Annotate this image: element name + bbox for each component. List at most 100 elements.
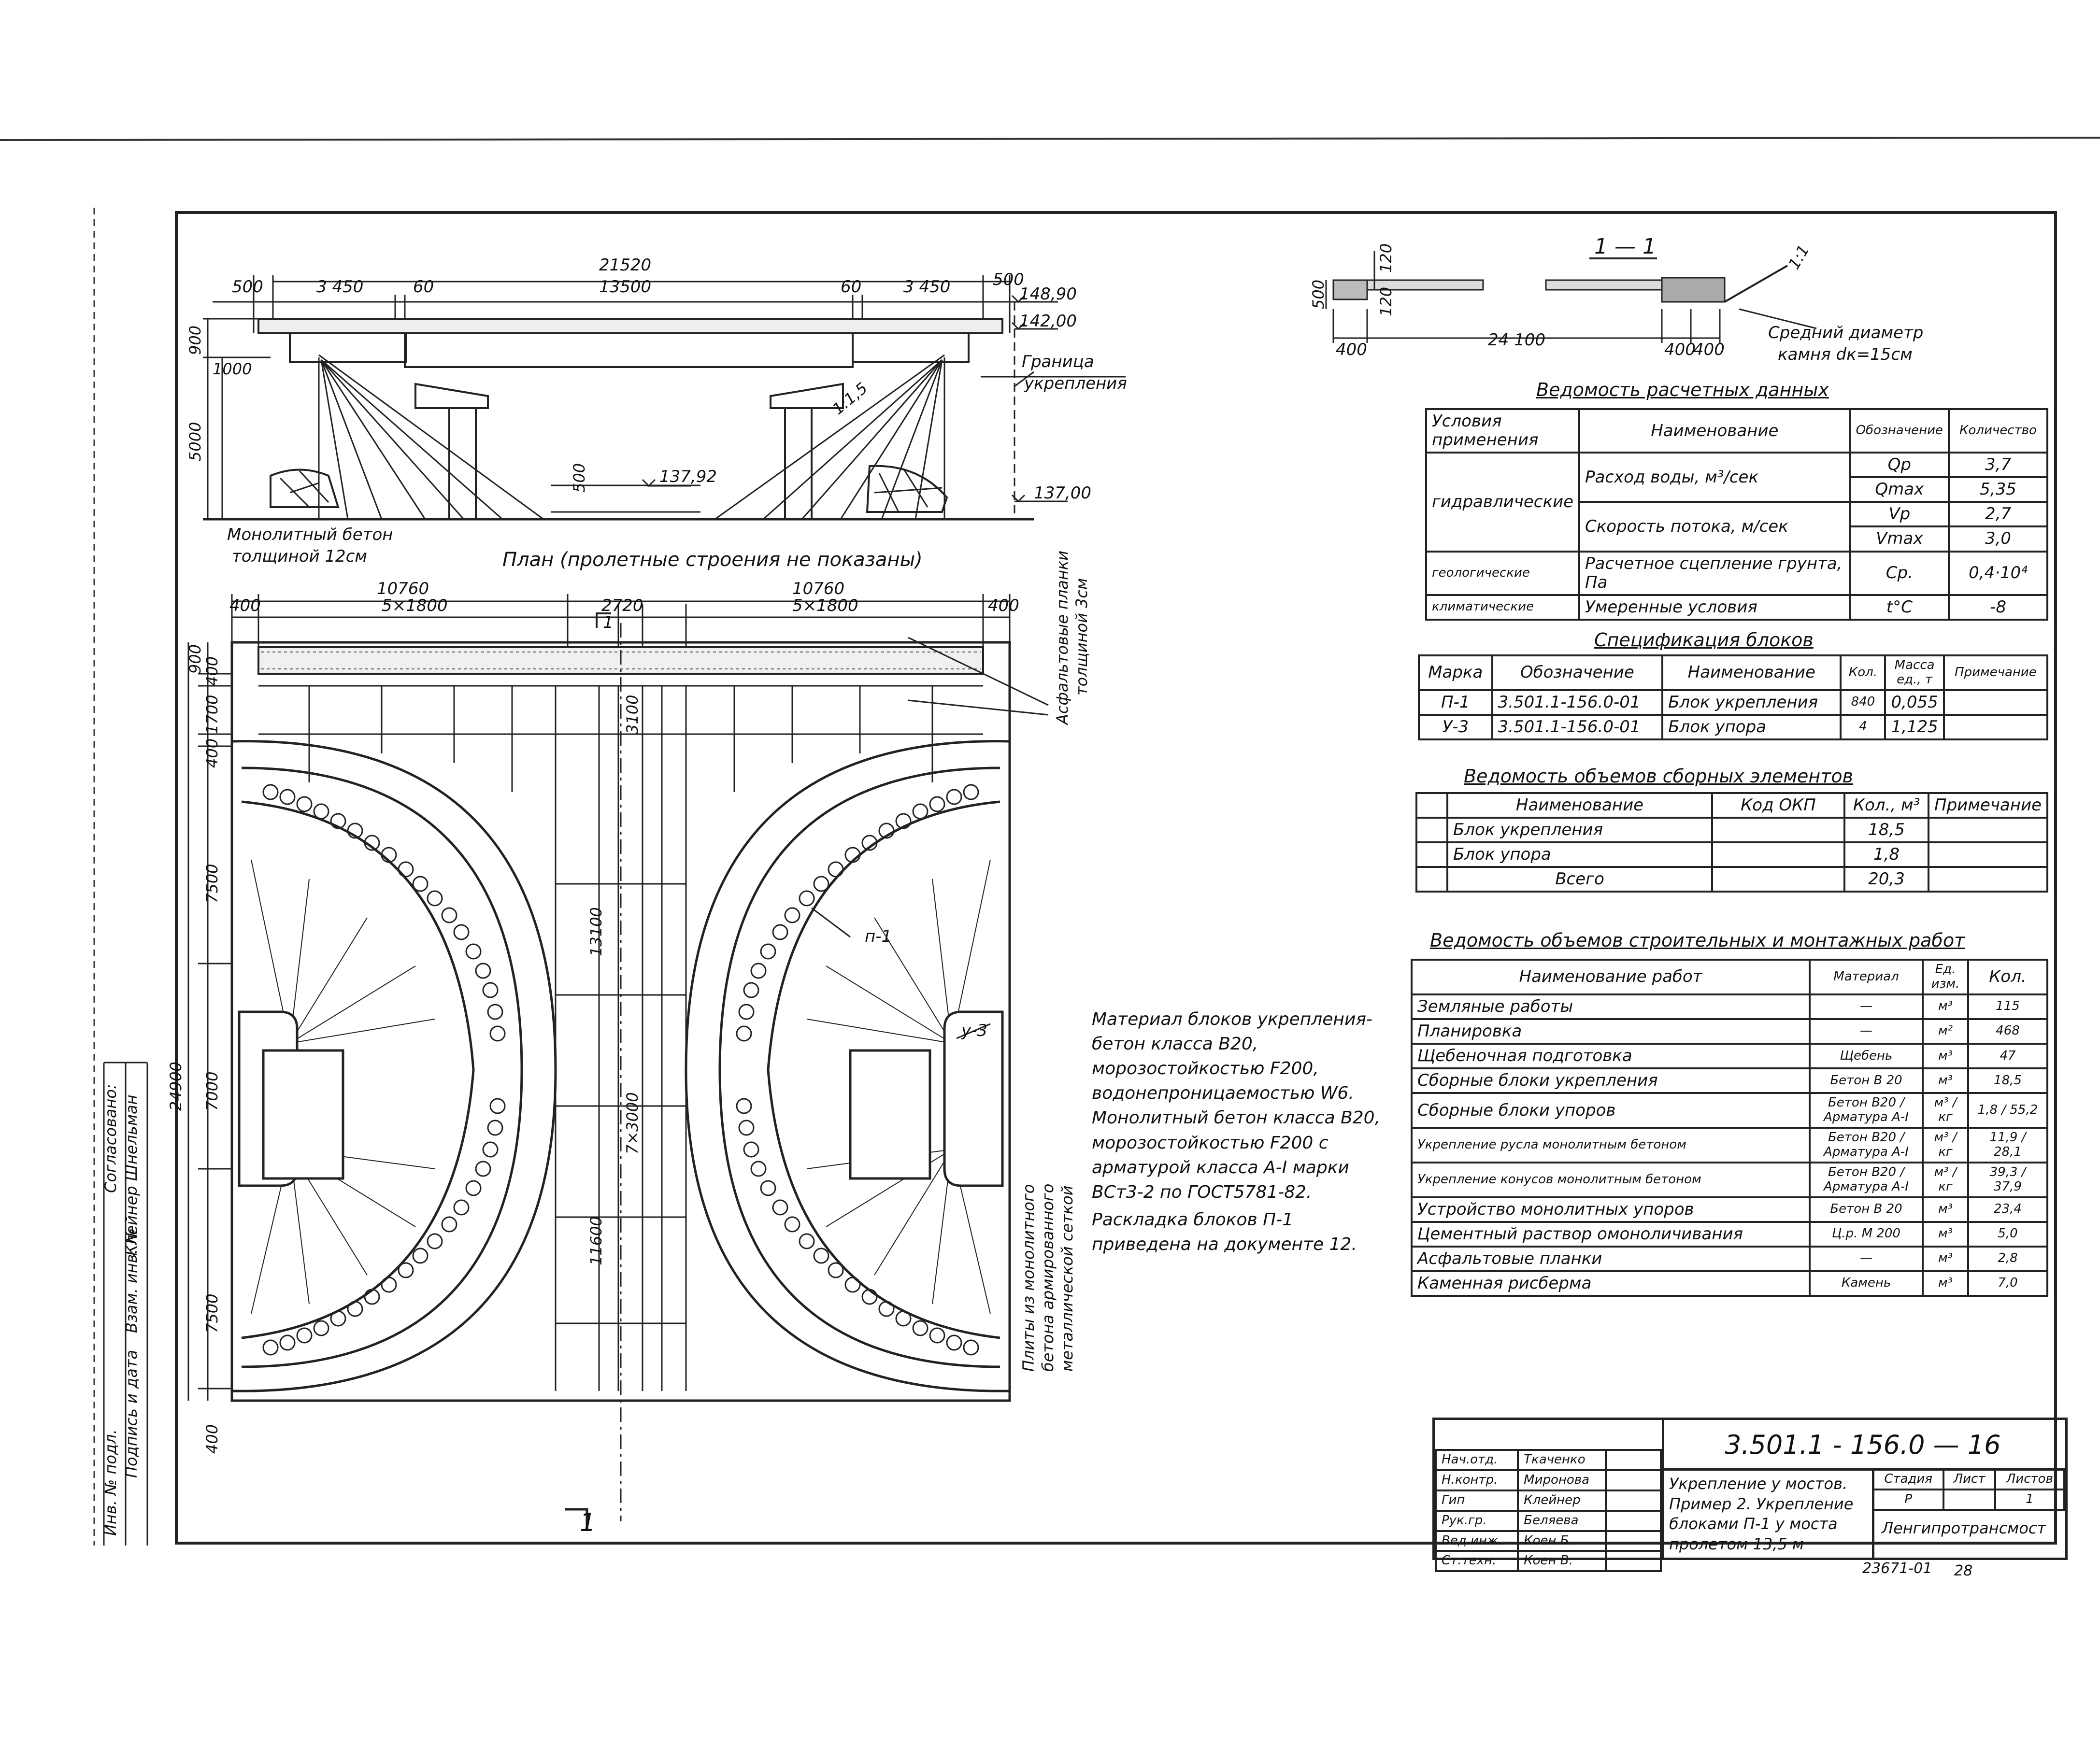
cell: Камень [1809, 1270, 1924, 1297]
cell: П-1 [1418, 689, 1493, 716]
cell: Блок упора [1661, 713, 1842, 740]
table-vol: Наименование Код ОКП Кол., м³ Примечание… [1415, 792, 2048, 893]
elev-left-dim: 900 [186, 326, 204, 355]
section-dim: 400 [1693, 340, 1725, 359]
cell [1711, 817, 1846, 844]
asphalt-label: толщиной 3см [1072, 578, 1091, 695]
plan-left-dim: 400 [203, 738, 221, 768]
left-strip-col: Взам. инв. № [122, 1228, 141, 1333]
plan-dim: 400 [229, 596, 261, 615]
cell: Укрепление конусов монолитным бетоном [1411, 1161, 1811, 1198]
table-calc: Условия применения Наименование Обозначе… [1425, 408, 2048, 621]
cell: 11,9 / 28,1 [1967, 1126, 2048, 1163]
th [1415, 792, 1448, 819]
section-mark: 1 [580, 1508, 596, 1537]
cell: Скорость потока, м/сек [1578, 501, 1851, 553]
th: Наименование [1446, 792, 1714, 819]
cell [1711, 866, 1846, 893]
cell: Рук.гр. [1434, 1509, 1519, 1532]
cell: 1 [1994, 1488, 2066, 1511]
elev-dim: 3 450 [316, 277, 363, 297]
sheet-title: Укрепление у мостов. Пример 2. Укреплени… [1669, 1475, 1854, 1553]
section-dim: 500 [1309, 280, 1328, 309]
cell: 2,8 [1967, 1245, 2048, 1272]
section-dim: 24 100 [1488, 330, 1545, 350]
th: Марка [1418, 654, 1493, 691]
cell: 3,0 [1948, 525, 2048, 553]
cell: 23,4 [1967, 1196, 2048, 1223]
cell: Блок упора [1446, 841, 1714, 868]
plan-dim: 400 [988, 596, 1019, 615]
cell: 0,055 [1884, 689, 1945, 716]
plan-dim: 2720 [601, 596, 643, 615]
cell: Блок укрепления [1446, 817, 1714, 844]
cell: Клейнер [1517, 1489, 1607, 1512]
cell: 3.501.1-156.0-01 [1491, 689, 1664, 716]
th: Обозначение [1849, 408, 1950, 454]
cell: м² [1922, 1018, 1969, 1045]
cell [1928, 841, 2048, 868]
section-title: 1 — 1 [1594, 234, 1656, 259]
cell [1415, 817, 1448, 844]
plan-inner-dim: 3100 [623, 695, 642, 734]
cell: Бетон В 20 [1809, 1067, 1924, 1094]
th: Количество [1948, 408, 2048, 454]
monolith-label: толщиной 12см [232, 547, 367, 566]
plan-inner-dim: 11600 [587, 1216, 605, 1265]
cell: Укрепление русла монолитным бетоном [1411, 1126, 1811, 1163]
cell: Умеренные условия [1578, 594, 1851, 621]
elev-dim: 3 450 [903, 277, 950, 297]
left-strip-names: Клейнер Шнельман [122, 1094, 141, 1256]
th: Обозначение [1491, 654, 1664, 691]
section-dim: 120 [1377, 243, 1395, 273]
cell: 0,4·10⁴ [1948, 550, 2048, 596]
cell: 1,8 [1843, 841, 1930, 868]
plates-label: бетона армированного [1039, 1184, 1057, 1372]
title-block: 3.501.1 - 156.0 — 16 Укрепление у мостов… [1432, 1418, 2068, 1573]
notes-block: Материал блоков укрепления-бетон класса … [1092, 1007, 1391, 1257]
cell: 7,0 [1967, 1270, 2048, 1297]
cell [1711, 841, 1846, 868]
section-dim: 400 [1336, 340, 1367, 359]
cell: 115 [1967, 993, 2048, 1020]
table-calc-title: Ведомость расчетных данных [1536, 379, 1829, 400]
cell [1943, 1488, 1996, 1511]
th: Кол. [1967, 959, 2048, 995]
cell: 4 [1840, 713, 1886, 740]
drawing-frame [175, 211, 2057, 1545]
cell: 3,7 [1948, 452, 2048, 479]
cell: Вед.инж. [1434, 1530, 1519, 1552]
cell: — [1809, 1018, 1924, 1045]
elev-dim: 500 [993, 270, 1024, 289]
cell: Н.контр. [1434, 1469, 1519, 1491]
plan-dim: 5×1800 [382, 596, 448, 615]
cell: 18,5 [1967, 1067, 2048, 1094]
plan-left-dim: 400 [203, 656, 221, 686]
cell: м³ / кг [1922, 1126, 1969, 1163]
cell: — [1809, 993, 1924, 1020]
cell: гидравлические [1425, 452, 1581, 553]
th: Наименование [1661, 654, 1842, 691]
plan-left-dim: 900 [186, 644, 204, 674]
cell: м³ [1922, 1067, 1969, 1094]
th: Материал [1809, 959, 1924, 995]
plan-dim: 5×1800 [792, 596, 858, 615]
elev-dim: 500 [232, 277, 263, 297]
section-mark: 1 [603, 613, 614, 632]
cell [1943, 713, 2049, 740]
cell: Цементный раствор омоноличивания [1411, 1220, 1811, 1248]
elev-mark: 137,92 [659, 467, 717, 486]
th: Код ОКП [1711, 792, 1846, 819]
elev-dim: 13500 [599, 277, 651, 297]
cell: 2,7 [1948, 501, 2048, 528]
cell: Vр [1849, 501, 1950, 528]
cell: 47 [1967, 1042, 2048, 1070]
cell: Планировка [1411, 1018, 1811, 1045]
cell: м³ [1922, 1245, 1969, 1272]
plan-left-dim: 400 [203, 1424, 221, 1454]
cell: Миронова [1517, 1469, 1607, 1491]
note-text-2: Раскладка блоков П-1 приведена на докуме… [1092, 1209, 1357, 1254]
cell: — [1809, 1245, 1924, 1272]
cell: Беляева [1517, 1509, 1607, 1532]
elev-dim: 60 [413, 277, 434, 297]
